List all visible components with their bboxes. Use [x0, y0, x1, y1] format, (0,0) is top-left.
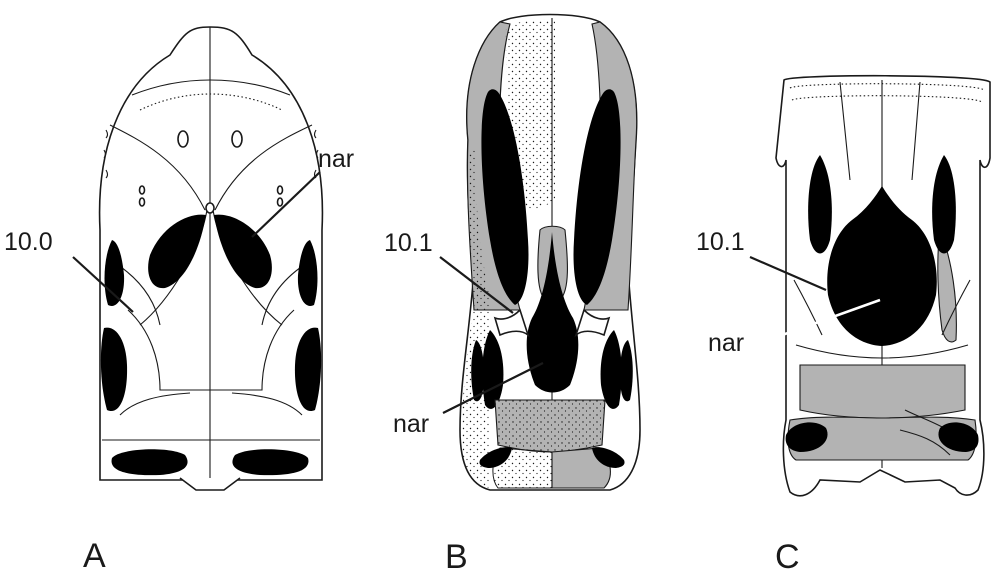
- skull-a-foramen-left: [178, 131, 188, 147]
- skull-b: [440, 15, 640, 491]
- skull-a-posterior-opening-right: [232, 449, 308, 475]
- skull-c-grey-palate: [800, 365, 965, 418]
- panel-b-label-10-1: 10.1: [384, 229, 433, 257]
- panel-c-letter: C: [775, 538, 800, 576]
- panel-b-letter: B: [445, 538, 468, 576]
- skull-a-foramen-right: [232, 131, 242, 147]
- skull-b-grey-palate: [495, 400, 605, 452]
- panel-a-label-nar: nar: [318, 145, 354, 173]
- panel-b-label-nar: nar: [393, 410, 429, 438]
- skull-c: [750, 76, 990, 496]
- skull-a-posterior-opening-left: [112, 449, 188, 475]
- skull-a: [73, 27, 322, 490]
- panel-c-label-10-1: 10.1: [696, 228, 745, 256]
- panel-a-label-10-0: 10.0: [4, 228, 53, 256]
- panel-a-letter: A: [83, 537, 106, 575]
- panel-c-label-nar: nar: [708, 329, 744, 357]
